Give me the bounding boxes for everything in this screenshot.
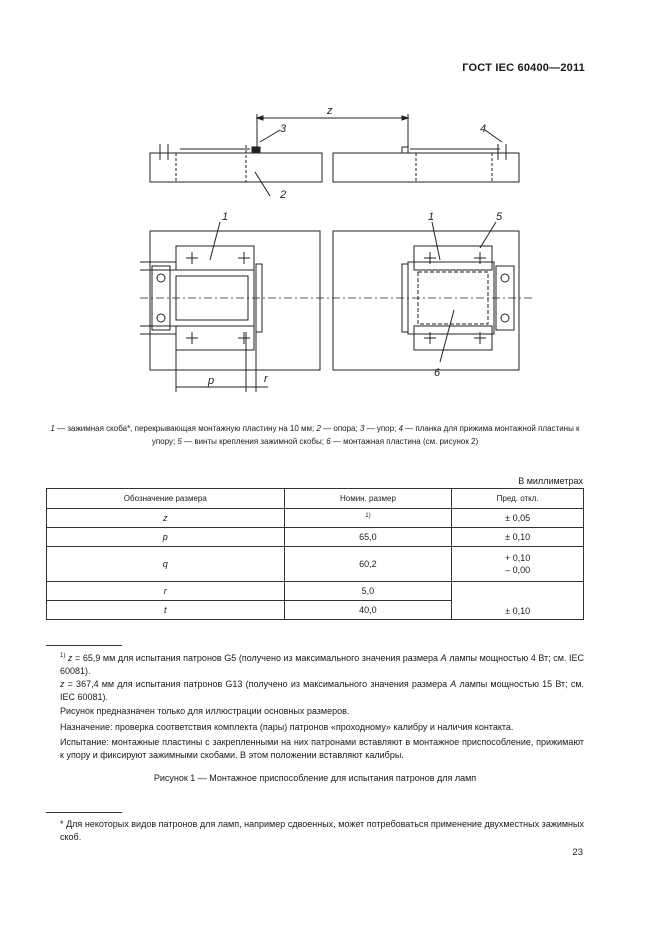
symbol-cell: p — [46, 527, 285, 547]
footnote-divider — [46, 645, 122, 646]
note-z-g5: 1) z = 65,9 мм для испытания патронов G5… — [60, 653, 585, 676]
base-plate-left — [149, 152, 323, 183]
dim-label-z: z — [326, 105, 333, 117]
callout-5: 5 — [496, 211, 503, 223]
table-row: p 65,0 ± 0,10 — [46, 527, 584, 547]
note-test: Испытание: монтажные пластины с закрепле… — [60, 737, 584, 760]
standard-designation: ГОСТ IEC 60400—2011 — [462, 62, 585, 74]
callout-1-right: 1 — [428, 211, 434, 223]
tolerance-cell: ± 0,05 — [451, 508, 584, 528]
dim-label-r: r — [264, 373, 269, 385]
side-view — [149, 114, 520, 197]
table-row: r 5,0 ± 0,10 — [46, 581, 584, 620]
note-z-g13: z = 367,4 мм для испытания патронов G13 … — [60, 679, 585, 702]
callout-6: 6 — [434, 367, 441, 379]
table-header-row: Обозначение размера Номин. размер Пред. … — [46, 488, 584, 509]
technical-drawing: z 3 2 4 1 1 5 6 q t p r — [140, 105, 535, 392]
tolerance-cell: + 0,10– 0,00 — [451, 546, 584, 582]
callout-4: 4 — [480, 123, 486, 135]
table-row: t 40,0 — [46, 600, 584, 620]
symbol-cell: z — [46, 508, 285, 528]
column-header: Обозначение размера — [46, 488, 285, 509]
symbol-cell: t — [46, 600, 285, 620]
plan-view — [140, 221, 535, 392]
column-header: Номин. размер — [283, 488, 453, 509]
tolerance-cell: ± 0,10 — [451, 527, 584, 547]
callout-1-left: 1 — [222, 211, 228, 223]
callout-3: 3 — [280, 123, 287, 135]
nominal-cell: 1) — [283, 508, 453, 528]
nominal-cell: 60,2 — [283, 546, 453, 582]
nominal-cell: 65,0 — [283, 527, 453, 547]
units-note: В миллиметрах — [518, 476, 583, 486]
nominal-cell: 40,0 — [283, 600, 453, 620]
column-header: Пред. откл. — [451, 488, 584, 509]
table-row: z 1) ± 0,05 — [46, 508, 584, 528]
callout-2: 2 — [279, 189, 286, 201]
footnote-divider-2 — [46, 812, 122, 813]
note-illustration: Рисунок предназначен только для иллюстра… — [60, 706, 350, 716]
support-left — [149, 230, 321, 371]
dimensions-table: Обозначение размера Номин. размер Пред. … — [46, 488, 584, 620]
symbol-cell: r — [46, 581, 285, 601]
table-row: q 60,2 + 0,10– 0,00 — [46, 546, 584, 582]
footnote: * Для некоторых видов патронов для ламп,… — [60, 819, 584, 842]
dim-label-p: p — [207, 375, 214, 387]
figure-caption: Рисунок 1 — Монтажное приспособление для… — [153, 773, 477, 783]
tolerance-cell: ± 0,10 — [451, 581, 584, 620]
note-purpose: Назначение: проверка соответствия компле… — [60, 722, 514, 732]
page-number: 23 — [572, 847, 583, 858]
support-right — [332, 230, 520, 371]
figure-legend: 1 — зажимная скоба*, перекрывающая монта… — [50, 424, 580, 446]
base-plate-right — [332, 152, 520, 183]
symbol-cell: q — [46, 546, 285, 582]
nominal-cell: 5,0 — [283, 581, 453, 601]
